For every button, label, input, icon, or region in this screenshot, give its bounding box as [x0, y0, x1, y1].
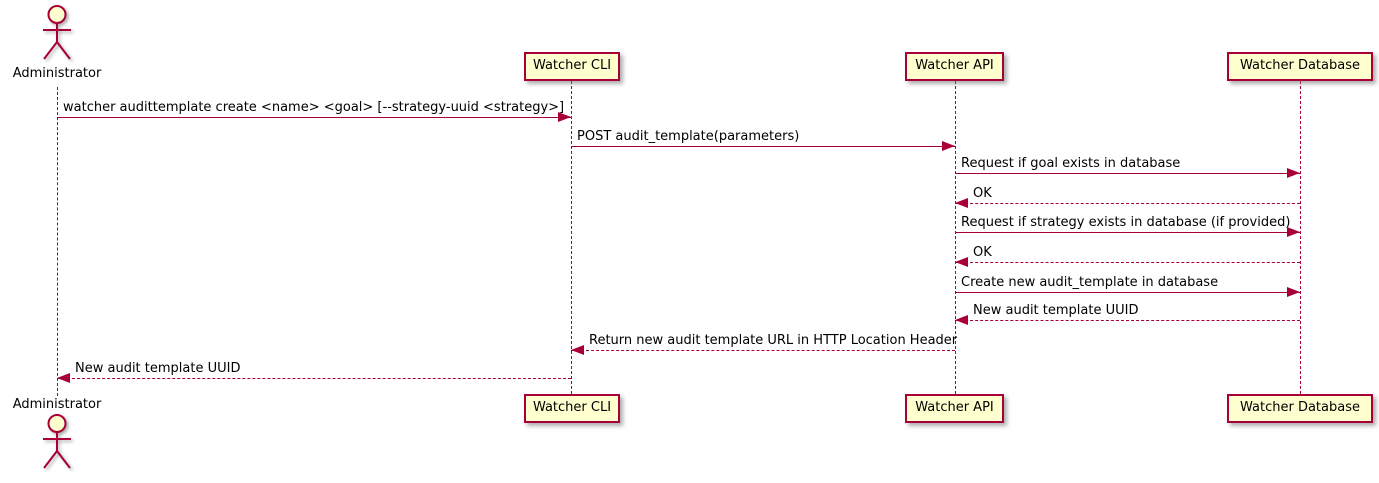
message-label: watcher audittemplate create <name> <goa… — [63, 100, 565, 115]
participant-label: Watcher CLI — [532, 58, 612, 73]
arrowhead-right-icon — [1287, 227, 1300, 237]
message-4-ok: OK — [955, 186, 1300, 208]
message-10-new-audit-template-uuid: New audit template UUID — [57, 361, 571, 383]
participant-watcher-database-bottom: Watcher Database — [1227, 394, 1373, 423]
participant-label: Watcher CLI — [532, 400, 612, 415]
participant-label: Watcher Database — [1240, 58, 1360, 73]
message-5-request-strategy-exists: Request if strategy exists in database (… — [955, 215, 1300, 237]
message-label: New audit template UUID — [973, 303, 1139, 318]
message-label: Request if goal exists in database — [961, 156, 1181, 171]
lifeline-watcher-api — [955, 81, 956, 394]
participant-label: Watcher API — [915, 400, 994, 415]
message-2-post-audit-template: POST audit_template(parameters) — [571, 129, 955, 151]
message-7-create-new-audit-template: Create new audit_template in database — [955, 275, 1300, 297]
participant-watcher-database-top: Watcher Database — [1227, 52, 1373, 81]
lifeline-administrator — [57, 87, 58, 396]
arrowhead-right-icon — [558, 112, 571, 122]
message-label: Return new audit template URL in HTTP Lo… — [589, 333, 958, 348]
message-label: New audit template UUID — [75, 361, 241, 376]
arrowhead-left-icon — [57, 373, 70, 383]
actor-label: Administrator — [12, 397, 102, 412]
actor-administrator-top: Administrator — [5, 4, 109, 82]
participant-label: Watcher Database — [1240, 400, 1360, 415]
arrowhead-right-icon — [1287, 287, 1300, 297]
message-label: POST audit_template(parameters) — [577, 129, 800, 144]
participant-label: Watcher API — [915, 58, 994, 73]
message-label: Create new audit_template in database — [961, 275, 1219, 290]
arrowhead-left-icon — [571, 345, 584, 355]
participant-watcher-cli-bottom: Watcher CLI — [524, 394, 620, 423]
actor-stick-figure-icon — [43, 414, 71, 469]
message-label: Request if strategy exists in database (… — [961, 215, 1291, 230]
message-3-request-goal-exists: Request if goal exists in database — [955, 156, 1300, 178]
message-label: OK — [973, 245, 992, 260]
actor-label: Administrator — [12, 66, 102, 81]
arrowhead-left-icon — [955, 257, 968, 267]
message-8-new-audit-template-uuid: New audit template UUID — [955, 303, 1300, 325]
message-6-ok: OK — [955, 245, 1300, 267]
message-1-create-audittemplate: watcher audittemplate create <name> <goa… — [57, 100, 571, 122]
lifeline-watcher-database — [1300, 81, 1301, 394]
actor-administrator-bottom: Administrator — [5, 396, 109, 474]
actor-stick-figure-icon — [43, 5, 71, 60]
participant-watcher-cli-top: Watcher CLI — [524, 52, 620, 81]
participant-watcher-api-top: Watcher API — [905, 52, 1004, 81]
message-label: OK — [973, 186, 992, 201]
arrowhead-right-icon — [942, 141, 955, 151]
participant-watcher-api-bottom: Watcher API — [905, 394, 1004, 423]
arrowhead-left-icon — [955, 315, 968, 325]
message-9-return-audit-template-url: Return new audit template URL in HTTP Lo… — [571, 333, 957, 355]
arrowhead-left-icon — [955, 198, 968, 208]
lifeline-watcher-cli — [571, 81, 572, 394]
arrowhead-right-icon — [1287, 168, 1300, 178]
